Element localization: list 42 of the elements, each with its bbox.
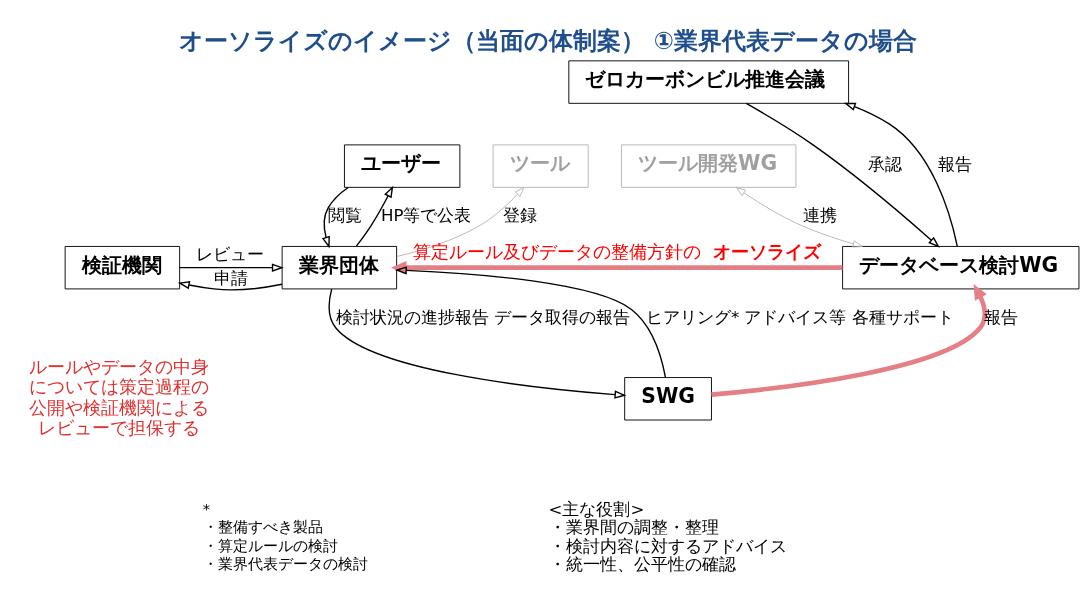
label: ・整備すべき製品 xyxy=(202,517,323,535)
arrow xyxy=(843,102,958,247)
edge-label: HP等で公表 xyxy=(380,205,472,225)
arrow xyxy=(328,287,627,399)
label: ・業界代表データの検討 xyxy=(202,554,368,572)
node-box: ツール開発WG xyxy=(621,143,797,188)
node-box: SWG xyxy=(624,376,712,420)
node-label: ・統一性、公平性の確認 xyxy=(548,554,736,574)
arrow xyxy=(355,185,394,247)
edge-label: 報告 xyxy=(937,154,972,174)
arrow xyxy=(390,260,843,274)
arrow xyxy=(321,186,349,248)
diagram-title: オーソライズのイメージ（当面の体制案） ①業界代表データの場合 xyxy=(179,26,918,55)
node-box: 業界団体 xyxy=(281,245,398,289)
edge-label: 登録 xyxy=(502,205,537,225)
node-box: ユーザー xyxy=(344,143,461,188)
arrow xyxy=(177,280,283,291)
edge-label: 検討状況の進捗報告 データ取得の報告 xyxy=(335,307,630,327)
label: ルールやデータの中身については策定過程の公開や検証機関によるレビューで担保する xyxy=(28,355,209,438)
arrow xyxy=(735,186,863,247)
edge-label: 算定ルール及びデータの整備方針のオーソライズ xyxy=(413,240,822,262)
edge-label: ヒアリング* アドバイス等 各種サポート xyxy=(645,307,954,327)
arrow xyxy=(394,265,667,378)
arrow xyxy=(179,262,284,272)
arrow xyxy=(711,283,988,397)
node-label: <主な役割> xyxy=(548,499,645,519)
node-box: データベース検討WG xyxy=(842,245,1080,289)
arrow xyxy=(745,102,940,248)
node-box: ツール xyxy=(492,143,589,188)
node-box: ゼロカーボンビル推進会議 xyxy=(568,59,850,104)
node-box: 検証機関 xyxy=(64,245,181,289)
edge-label: 連携 xyxy=(802,205,837,225)
label: * xyxy=(202,499,211,517)
edge-label: レビュー xyxy=(196,244,265,264)
arrow xyxy=(396,186,525,257)
edge-label: 承認 xyxy=(868,154,903,174)
node-label: ・検討内容に対するアドバイス xyxy=(548,536,787,556)
edge-label: 報告 xyxy=(983,307,1018,327)
node-label: ・業界間の調整・整理 xyxy=(548,517,719,537)
label: ・算定ルールの検討 xyxy=(202,536,338,554)
edge-label: 申請 xyxy=(213,268,248,288)
edge-label: 閲覧 xyxy=(328,205,363,225)
